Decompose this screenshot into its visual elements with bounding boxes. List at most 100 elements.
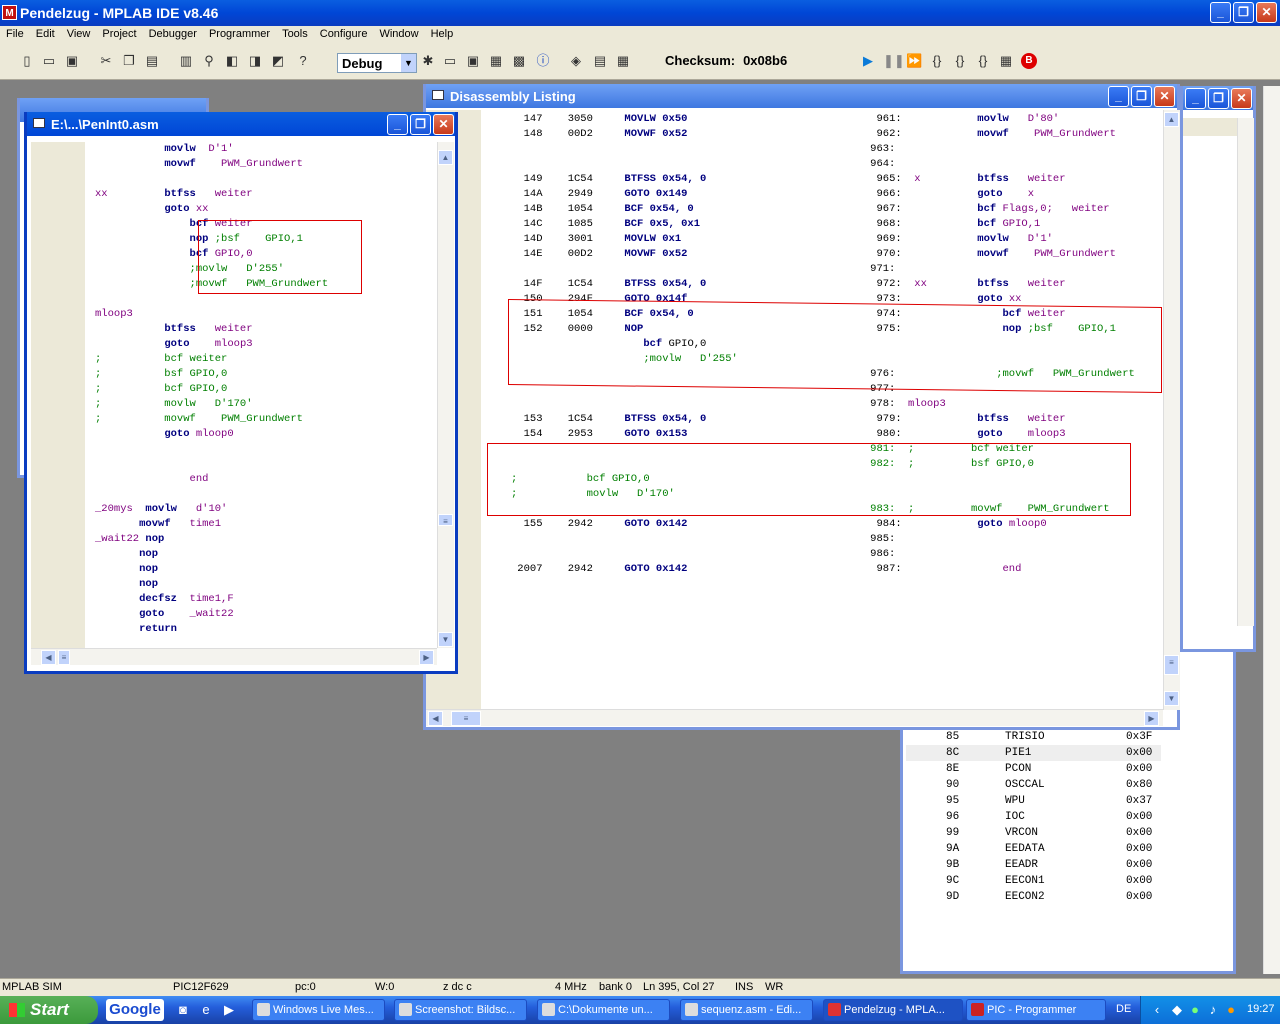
find-icon[interactable]: ⚲ [204, 53, 214, 68]
menu-programmer[interactable]: Programmer [208, 28, 271, 40]
task-editor[interactable]: sequenz.asm - Edi... [680, 999, 813, 1021]
asm-close-button[interactable]: ✕ [433, 114, 454, 135]
tray-app-icon[interactable]: ● [1191, 1002, 1199, 1017]
google-toolbar[interactable]: Google [106, 999, 164, 1021]
scroll-up-icon[interactable]: ▲ [438, 150, 453, 165]
build-icon[interactable]: ▦ [489, 53, 503, 68]
menu-configure[interactable]: Configure [319, 28, 368, 40]
watch-close-button[interactable]: ✕ [1231, 88, 1252, 109]
task-mplab[interactable]: Pendelzug - MPLA... [823, 999, 963, 1021]
asm-vertical-scrollbar[interactable]: ▲ ≡ ▼ [437, 142, 454, 648]
menu-view[interactable]: View [66, 28, 91, 40]
print-icon[interactable]: ▥ [179, 53, 193, 68]
task-windows-live[interactable]: Windows Live Mes... [252, 999, 385, 1021]
open-folder-icon[interactable]: ▭ [42, 53, 56, 68]
task-pic-programmer[interactable]: PIC - Programmer [966, 999, 1106, 1021]
disasm-close-button[interactable]: ✕ [1154, 86, 1175, 107]
app-title-bar[interactable]: M Pendelzug - MPLAB IDE v8.46 _ ❐ ✕ [0, 0, 1280, 26]
bookmark-next-icon[interactable]: ◩ [271, 53, 285, 68]
disasm-horizontal-scrollbar[interactable]: ◀ ≡ ▶ [426, 709, 1163, 726]
asm-restore-button[interactable]: ❐ [410, 114, 431, 135]
info-icon[interactable]: ⓘ [536, 53, 550, 68]
save-project-icon[interactable]: ▣ [466, 53, 480, 68]
watch-minimize-button[interactable]: _ [1185, 88, 1206, 109]
scroll-down-icon[interactable]: ▼ [1164, 691, 1179, 706]
task-explorer[interactable]: C:\Dokumente un... [537, 999, 670, 1021]
save-icon[interactable]: ▣ [65, 53, 79, 68]
menu-file[interactable]: File [6, 28, 24, 40]
halt-icon[interactable]: ❚❚ [883, 53, 905, 68]
asm-editor-title[interactable]: E:\...\PenInt0.asm _ ❐ ✕ [27, 112, 455, 136]
start-button[interactable]: Start [0, 996, 98, 1024]
network-icon[interactable]: ◆ [1172, 1002, 1182, 1017]
scroll-left-icon[interactable]: ◀ [428, 711, 443, 726]
desktop-icon[interactable]: ◙ [179, 1002, 187, 1017]
menu-tools[interactable]: Tools [282, 28, 308, 40]
minimize-button[interactable]: _ [1210, 2, 1231, 23]
media-player-icon[interactable]: ▶ [224, 1002, 234, 1017]
scroll-up-icon[interactable]: ▲ [1164, 112, 1179, 127]
build-config-select[interactable]: Debug▼ [337, 53, 417, 73]
cut-icon[interactable]: ✂ [100, 53, 112, 68]
watch-window-title[interactable]: _ ❐ ✕ [1183, 86, 1253, 110]
asm-source-code[interactable]: movlw D'1' movwf PWM_Grundwert xx btfss … [95, 143, 329, 635]
reset-icon[interactable]: ▦ [999, 53, 1013, 68]
help-icon[interactable]: ? [299, 53, 307, 68]
disassembly-window-title[interactable]: Disassembly Listing _ ❐ ✕ [426, 84, 1177, 108]
bookmark-icon[interactable]: ◨ [248, 53, 262, 68]
language-indicator[interactable]: DE [1116, 1003, 1132, 1015]
scroll-down-icon[interactable]: ▼ [438, 632, 453, 647]
new-project-icon[interactable]: ✱ [422, 53, 434, 68]
watch-scrollbar[interactable] [1237, 118, 1254, 626]
disasm-restore-button[interactable]: ❐ [1131, 86, 1152, 107]
internet-explorer-icon[interactable]: e [202, 1002, 210, 1017]
open-project-icon[interactable]: ▭ [443, 53, 457, 68]
watch-restore-button[interactable]: ❐ [1208, 88, 1229, 109]
copy-icon[interactable]: ❐ [123, 53, 135, 68]
tray-update-icon[interactable]: ● [1227, 1002, 1235, 1017]
scroll-thumb[interactable]: ≡ [1164, 655, 1179, 675]
disassembly-window[interactable]: Disassembly Listing _ ❐ ✕ 147 3050 MOVLW… [423, 84, 1180, 730]
asm-editor-window[interactable]: E:\...\PenInt0.asm _ ❐ ✕ movlw D'1' movw… [24, 112, 458, 674]
menu-edit[interactable]: Edit [35, 28, 55, 40]
step-over-icon[interactable]: {} [955, 53, 965, 68]
animate-icon[interactable]: ⏩ [906, 53, 923, 68]
disasm-minimize-button[interactable]: _ [1108, 86, 1129, 107]
tray-expand-icon[interactable]: ‹ [1154, 1002, 1160, 1017]
scroll-thumb[interactable]: ≡ [58, 650, 70, 665]
new-file-icon[interactable]: ▯ [23, 53, 31, 68]
close-button[interactable]: ✕ [1256, 2, 1277, 23]
scroll-right-icon[interactable]: ▶ [1144, 711, 1159, 726]
step-out-icon[interactable]: {} [978, 53, 988, 68]
menu-debugger[interactable]: Debugger [148, 28, 197, 40]
watch-window[interactable]: _ ❐ ✕ [1180, 86, 1256, 652]
scroll-left-icon[interactable]: ◀ [41, 650, 56, 665]
breakpoints-icon[interactable]: B [1021, 53, 1037, 69]
disassembly-code[interactable]: 147 3050 MOVLW 0x50 961: movlw D'80' 148… [511, 113, 1135, 575]
menu-help[interactable]: Help [430, 28, 454, 40]
find-in-files-icon[interactable]: ◧ [225, 53, 239, 68]
asm-minimize-button[interactable]: _ [387, 114, 408, 135]
scroll-thumb[interactable]: ≡ [451, 711, 481, 726]
paste-icon[interactable]: ▤ [145, 53, 159, 68]
workspace-icon[interactable]: ◈ [571, 53, 581, 68]
volume-icon[interactable]: ♪ [1209, 1002, 1217, 1017]
asm-horizontal-scrollbar[interactable]: ◀ ≡ ▶ [31, 648, 437, 665]
scroll-thumb[interactable]: ≡ [438, 514, 453, 526]
make-icon[interactable]: ▩ [512, 53, 526, 68]
main-vertical-scrollbar[interactable] [1263, 86, 1280, 974]
restore-button[interactable]: ❐ [1233, 2, 1254, 23]
menu-window[interactable]: Window [379, 28, 419, 40]
step-into-icon[interactable]: {} [932, 53, 942, 68]
